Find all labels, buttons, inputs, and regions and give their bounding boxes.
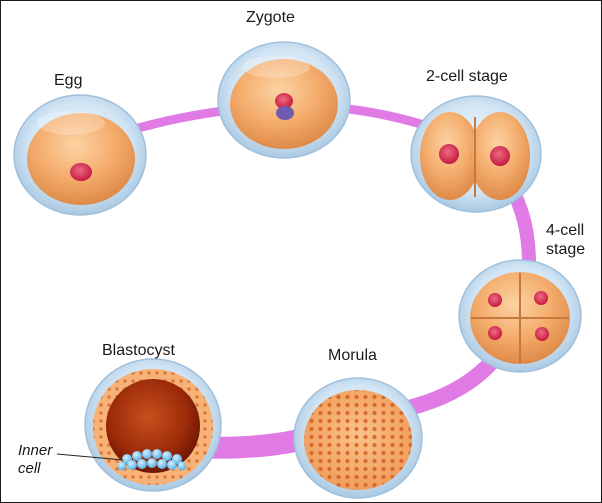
label-four-cell-line1: 4-cell: [546, 222, 585, 239]
four-cell-embryo: [458, 259, 582, 373]
blastocyst-cavity: [106, 379, 200, 473]
two-cell-embryo: [410, 95, 542, 213]
four-cell-nucleus-3: [488, 326, 502, 340]
label-egg: Egg: [54, 72, 83, 89]
egg-nucleus: [70, 163, 92, 181]
four-cell-nucleus-2: [534, 291, 548, 305]
blastocyst-embryo: [84, 358, 222, 492]
two-cell-nucleus-left: [439, 144, 459, 164]
four-cell-nucleus-1: [488, 293, 502, 307]
egg-cell: [13, 94, 147, 216]
inner-cell-pointer: [56, 453, 124, 461]
label-blastocyst: Blastocyst: [102, 342, 175, 359]
morula-embryo: [293, 377, 423, 499]
label-inner-cell: Inner cell: [18, 442, 78, 478]
zygote-pronucleus-male: [276, 106, 294, 120]
zygote-cell: [217, 41, 351, 159]
four-cell-nucleus-4: [535, 327, 549, 341]
label-morula: Morula: [328, 347, 377, 364]
label-inner-cell-line2: cell: [18, 460, 41, 477]
label-inner-cell-line1: Inner: [18, 442, 53, 459]
label-four-cell-stage: 4-cell stage: [546, 221, 601, 259]
label-four-cell-line2: stage: [546, 241, 586, 258]
two-cell-nucleus-right: [490, 146, 510, 166]
zygote-pronucleus-female: [275, 93, 293, 109]
inner-cell-mass: [117, 449, 187, 471]
label-two-cell-stage: 2-cell stage: [426, 68, 508, 85]
label-zygote: Zygote: [246, 9, 295, 26]
